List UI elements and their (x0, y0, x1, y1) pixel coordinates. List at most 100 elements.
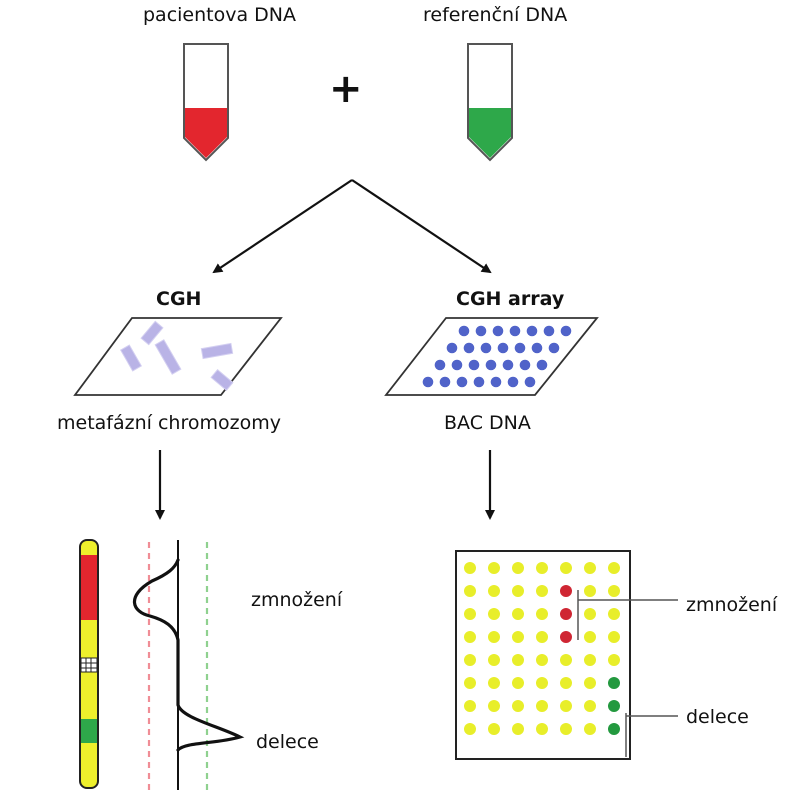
ratio-profile (132, 540, 245, 790)
cgh-deletion-label: delece (256, 731, 319, 753)
probe-dot (434, 359, 446, 371)
result-spot (584, 677, 596, 689)
bac-probe-dots (422, 325, 572, 388)
result-spot (584, 608, 596, 620)
result-spot (608, 585, 620, 597)
result-spot (608, 654, 620, 666)
probe-dot (422, 376, 434, 388)
result-spot (560, 608, 572, 620)
result-spot (512, 608, 524, 620)
result-spot (464, 562, 476, 574)
result-spot (536, 723, 548, 735)
result-spot (512, 585, 524, 597)
result-spot (464, 654, 476, 666)
probe-dot (490, 376, 502, 388)
result-spot (488, 562, 500, 574)
result-spot (584, 654, 596, 666)
result-spot (608, 723, 620, 735)
result-spot (560, 585, 572, 597)
reference-dna-label: referenční DNA (423, 4, 568, 26)
probe-dot (439, 376, 451, 388)
patient-dna-tube-icon (183, 43, 229, 162)
result-spot (536, 585, 548, 597)
result-spot (464, 585, 476, 597)
probe-dot (514, 342, 526, 354)
patient-dna-label: pacientova DNA (143, 4, 297, 26)
probe-dot (473, 376, 485, 388)
result-spot (512, 723, 524, 735)
chromosome-3 (154, 339, 182, 375)
cgh-array-title: CGH array (456, 288, 565, 310)
split-arrows (212, 179, 492, 274)
result-spot (488, 723, 500, 735)
result-spot (536, 700, 548, 712)
result-spot (584, 700, 596, 712)
probe-dot (526, 325, 538, 337)
probe-dot (548, 342, 560, 354)
result-spot (464, 700, 476, 712)
probe-dot (543, 325, 555, 337)
result-spot (512, 631, 524, 643)
result-spots (464, 562, 620, 735)
result-spot (512, 562, 524, 574)
result-spot (584, 631, 596, 643)
result-spot (560, 654, 572, 666)
probe-dot (485, 359, 497, 371)
cgh-title: CGH (156, 288, 202, 310)
result-spot (536, 677, 548, 689)
metaphase-chromosomes-caption: metafázní chromozomy (57, 412, 281, 434)
probe-dot (519, 359, 531, 371)
result-spot (584, 585, 596, 597)
chromosome-4 (200, 342, 234, 360)
probe-dot (468, 359, 480, 371)
probe-dot (524, 376, 536, 388)
probe-dot (446, 342, 458, 354)
result-spot (488, 585, 500, 597)
result-spot (488, 654, 500, 666)
result-spot (536, 562, 548, 574)
result-spot (608, 677, 620, 689)
plus-sign: + (329, 66, 363, 112)
result-spot (608, 562, 620, 574)
bac-dna-caption: BAC DNA (444, 412, 531, 434)
probe-dot (463, 342, 475, 354)
metaphase-chromosomes (119, 320, 234, 391)
result-spot (512, 654, 524, 666)
result-spot (536, 608, 548, 620)
array-deletion-label: delece (686, 706, 749, 728)
array-gain-label: zmnožení (686, 594, 778, 616)
result-spot (560, 631, 572, 643)
result-spot (488, 608, 500, 620)
result-spot (488, 700, 500, 712)
probe-dot (475, 325, 487, 337)
probe-dot (456, 376, 468, 388)
cgh-array-slide (384, 317, 599, 396)
result-spot (512, 677, 524, 689)
result-spot (464, 608, 476, 620)
reference-dna-tube-icon (467, 43, 513, 162)
probe-dot (458, 325, 470, 337)
probe-dot (480, 342, 492, 354)
cgh-slide (73, 317, 283, 396)
probe-dot (531, 342, 543, 354)
down-arrows (155, 450, 495, 520)
chromosome-5 (210, 369, 234, 391)
result-spot (584, 723, 596, 735)
result-spot (608, 608, 620, 620)
probe-dot (507, 376, 519, 388)
result-spot (488, 677, 500, 689)
probe-dot (502, 359, 514, 371)
chromosome-2 (119, 344, 143, 372)
probe-dot (509, 325, 521, 337)
array-result (455, 550, 678, 760)
chromosome-ideogram (79, 539, 99, 789)
result-spot (488, 631, 500, 643)
probe-dot (451, 359, 463, 371)
result-spot (464, 677, 476, 689)
result-spot (560, 677, 572, 689)
result-spot (512, 700, 524, 712)
chromosome-1 (140, 320, 164, 346)
result-spot (608, 631, 620, 643)
probe-dot (497, 342, 509, 354)
